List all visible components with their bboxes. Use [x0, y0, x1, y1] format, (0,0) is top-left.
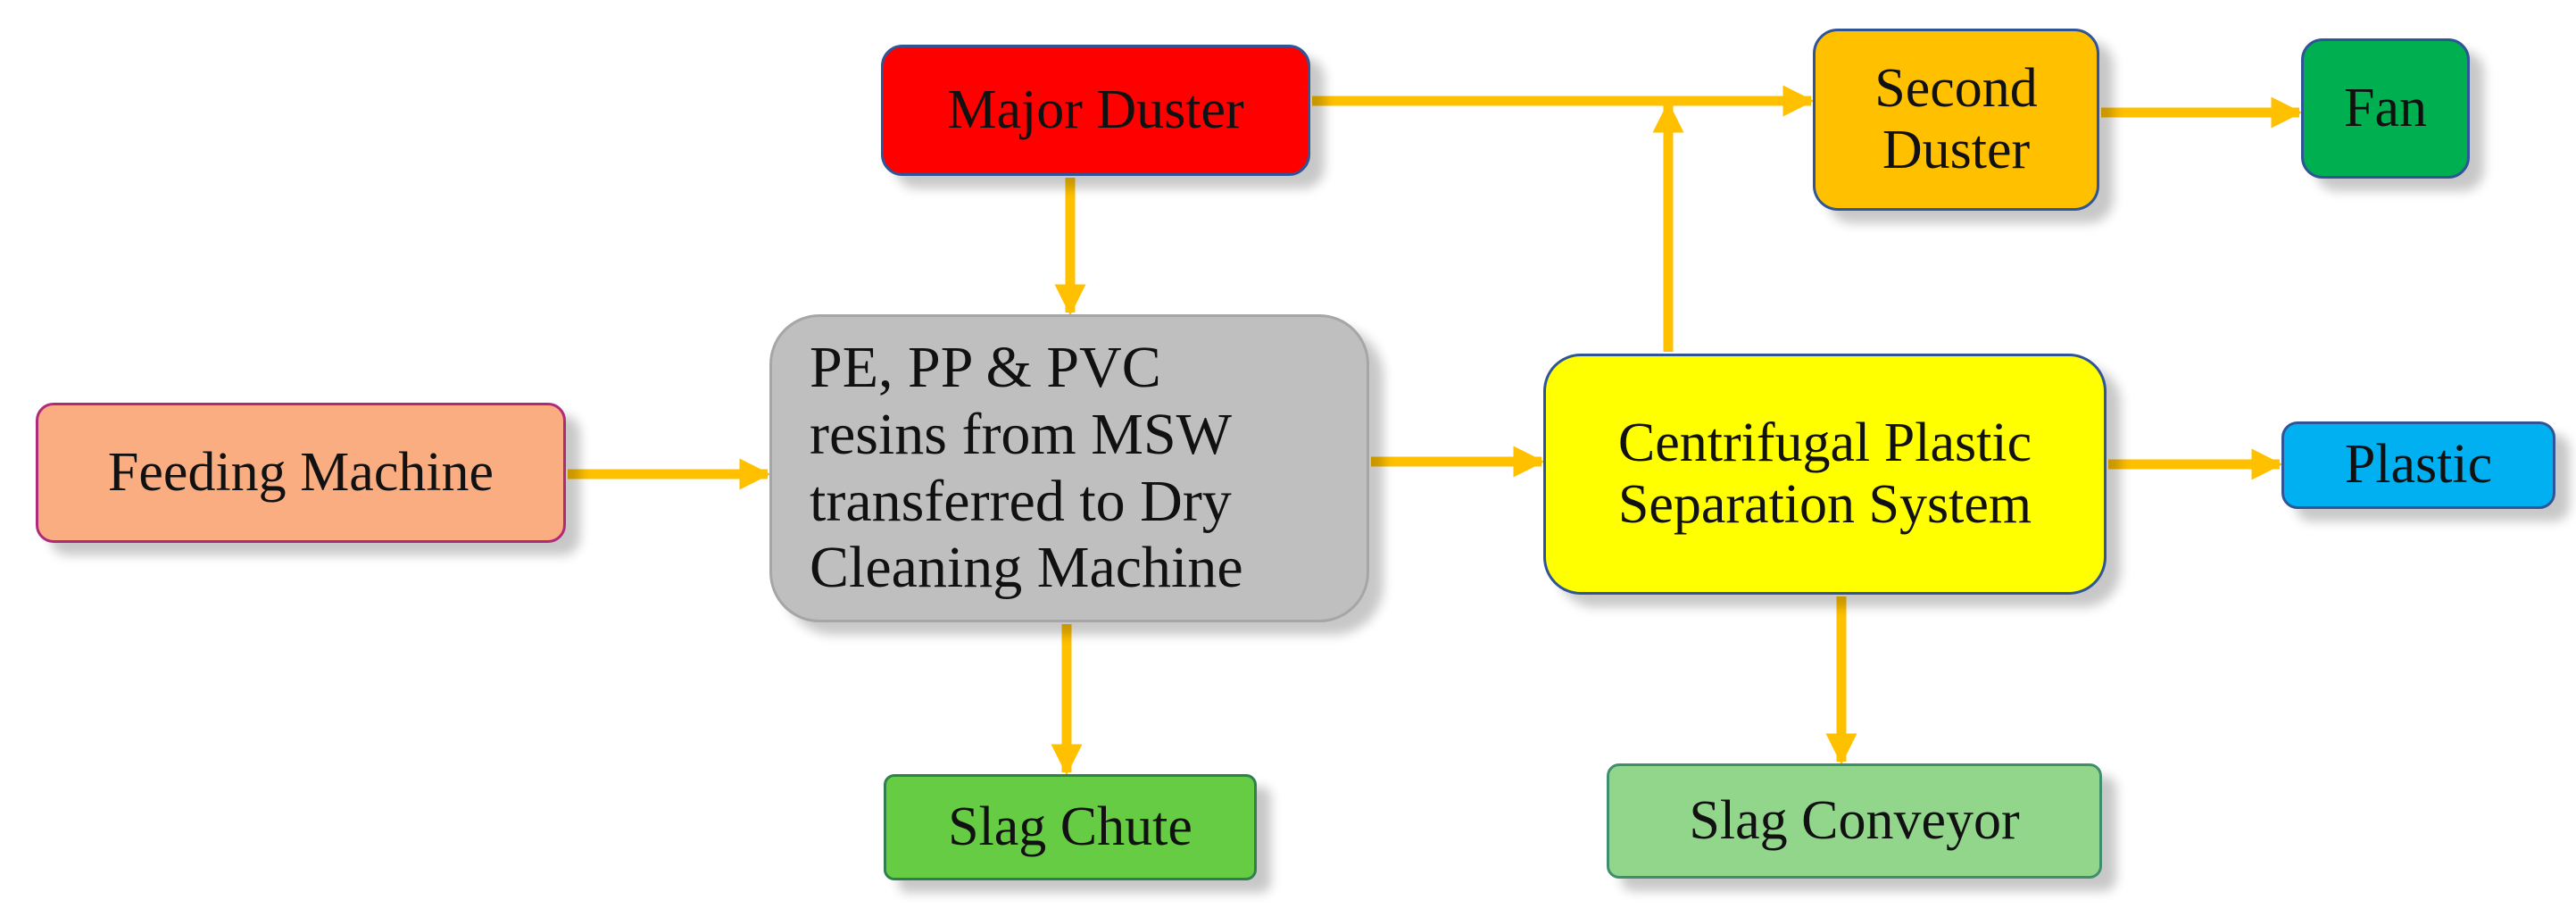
- second-duster-line-1: Second: [1874, 57, 2038, 119]
- centrifugal-separation-box: Centrifugal Plastic Separation System: [1543, 354, 2107, 595]
- feeding-machine-label: Feeding Machine: [107, 441, 494, 503]
- feeding-machine-box: Feeding Machine: [36, 403, 566, 543]
- major-duster-box: Major Duster: [881, 45, 1310, 176]
- plastic-label: Plastic: [2344, 434, 2493, 496]
- plastic-box: Plastic: [2281, 421, 2555, 509]
- resins-line-1: PE, PP & PVC: [810, 335, 1161, 401]
- second-duster-line-2: Duster: [1882, 120, 2031, 180]
- fan-label: Fan: [2344, 77, 2427, 138]
- fan-box: Fan: [2301, 38, 2470, 179]
- slag-chute-label: Slag Chute: [948, 796, 1192, 857]
- centrifugal-line-1: Centrifugal Plastic: [1617, 412, 2032, 473]
- resins-line-2: resins from MSW: [810, 401, 1232, 467]
- resins-line-3: transferred to Dry: [810, 468, 1232, 534]
- slag-conveyor-label: Slag Conveyor: [1689, 789, 2020, 851]
- major-duster-label: Major Duster: [947, 79, 1244, 140]
- resins-line-4: Cleaning Machine: [810, 535, 1243, 601]
- centrifugal-line-2: Separation System: [1617, 474, 2032, 535]
- slag-chute-box: Slag Chute: [884, 774, 1257, 880]
- second-duster-box: Second Duster: [1813, 29, 2099, 211]
- dry-cleaning-machine-box: PE, PP & PVC resins from MSW transferred…: [769, 314, 1369, 622]
- slag-conveyor-box: Slag Conveyor: [1607, 763, 2102, 879]
